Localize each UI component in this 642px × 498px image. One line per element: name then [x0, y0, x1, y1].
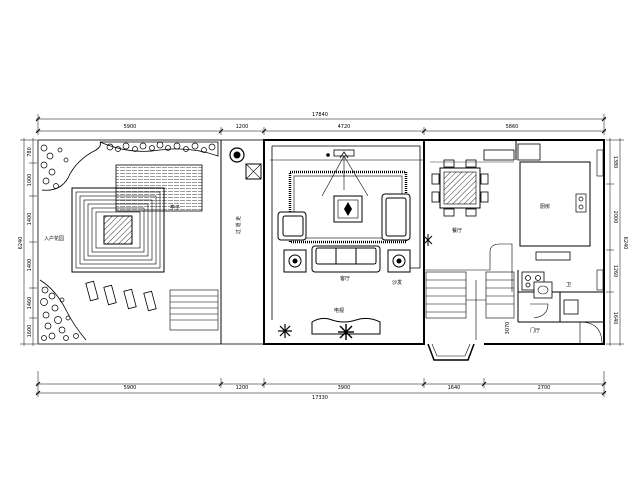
- bottom-dimension-chain: [35, 371, 607, 397]
- dining-room-label: 餐厅: [452, 227, 462, 234]
- stair-dim: 3070: [505, 322, 511, 335]
- armchair-left: [277, 211, 307, 241]
- outer-walls: [37, 139, 605, 345]
- left-dim-2: 1000: [27, 174, 33, 187]
- corridor-label: 过 道 走: [235, 216, 242, 234]
- planting-bed-top: [99, 141, 219, 157]
- corridor: 过 道 走: [229, 147, 265, 320]
- left-dim-3: 1400: [27, 213, 33, 226]
- dining-chairs: [431, 159, 489, 217]
- bathroom: 卫 门厅: [517, 270, 604, 345]
- pavilion: [71, 187, 165, 273]
- plant-icon-tv: [338, 324, 354, 340]
- bottom-dim-3: 3900: [338, 385, 351, 391]
- left-dim-5: 1460: [27, 297, 33, 310]
- bottom-dim-2: 1200: [236, 385, 249, 391]
- right-total-dim: 6240: [622, 237, 628, 250]
- entry-door: [579, 321, 603, 345]
- right-dim-4: 1640: [612, 312, 618, 325]
- top-dimension-chain: [35, 114, 607, 135]
- left-dim-4: 1400: [27, 259, 33, 272]
- sun-loungers: [85, 280, 157, 312]
- garden-steps: [169, 289, 219, 331]
- column-box: [245, 163, 262, 180]
- kitchen-label: 厨房: [540, 203, 550, 210]
- side-table-right: [387, 249, 411, 273]
- living-room: 沙发 客厅 电视: [270, 145, 424, 340]
- top-dim-3: 4720: [338, 124, 351, 130]
- kitchen-island: [519, 161, 591, 247]
- hall-label: 门厅: [530, 327, 540, 334]
- bath-walls: [517, 270, 604, 323]
- fridge: [517, 143, 541, 161]
- sofa: [311, 245, 381, 273]
- garden-area: 亭子 入户花园: [39, 141, 219, 341]
- left-total-dim: 6240: [18, 237, 24, 250]
- pavilion-label: 亭子: [170, 204, 180, 211]
- bottom-dim-4: 1640: [448, 385, 461, 391]
- potted-plant-icon: [229, 147, 245, 163]
- window-frame-right: [596, 149, 604, 177]
- chandelier: [321, 155, 369, 197]
- right-dim-1: 1380: [612, 156, 618, 169]
- living-room-label: 客厅: [340, 275, 350, 282]
- armchair-right: [381, 193, 411, 241]
- bottom-total-dim: 17330: [312, 395, 328, 401]
- planting-curve-left: [41, 141, 101, 191]
- shrubs-left-top: [40, 144, 69, 189]
- rock-garden: [40, 286, 79, 341]
- garden-label: 入户花园: [44, 235, 64, 242]
- bay-window: [427, 343, 475, 361]
- left-dim-1: 780: [27, 147, 33, 157]
- top-dim-4: 5860: [506, 124, 519, 130]
- right-dim-3: 1260: [612, 265, 618, 278]
- left-dim-6: 1600: [27, 325, 33, 338]
- dining-room: 餐厅 3070: [423, 149, 515, 361]
- light-point: [326, 153, 330, 157]
- toilet: [563, 299, 579, 315]
- left-dimension-chain: [20, 138, 37, 346]
- top-total-dim: 17840: [312, 112, 328, 118]
- washbasin: [533, 281, 553, 299]
- top-dim-2: 1200: [236, 124, 249, 130]
- rock-garden-edge: [39, 279, 87, 341]
- shrubs-top: [106, 141, 216, 153]
- right-dimension-chain: [606, 138, 624, 346]
- sideboard: [483, 149, 515, 161]
- top-dim-1: 5900: [124, 124, 137, 130]
- tv-label: 电视: [334, 307, 344, 314]
- burner-icons: [521, 271, 545, 291]
- bottom-dim-5: 2700: [538, 385, 551, 391]
- inner-partition: [271, 145, 421, 320]
- bottom-dim-1: 5900: [124, 385, 137, 391]
- dining-light-icon: [423, 234, 433, 246]
- dining-table: [439, 167, 481, 209]
- counter-strip: [535, 251, 571, 261]
- right-dim-2: 2000: [612, 211, 618, 224]
- ceiling-light-fixture: [333, 149, 355, 157]
- side-table-left: [283, 249, 307, 273]
- sofa-label: 沙发: [392, 279, 402, 286]
- bath-label: 卫: [566, 282, 571, 288]
- stove-icon: [575, 193, 587, 213]
- plant-icon-corner: [278, 324, 292, 338]
- staircase: [424, 243, 515, 340]
- kitchen: 厨房: [515, 140, 604, 291]
